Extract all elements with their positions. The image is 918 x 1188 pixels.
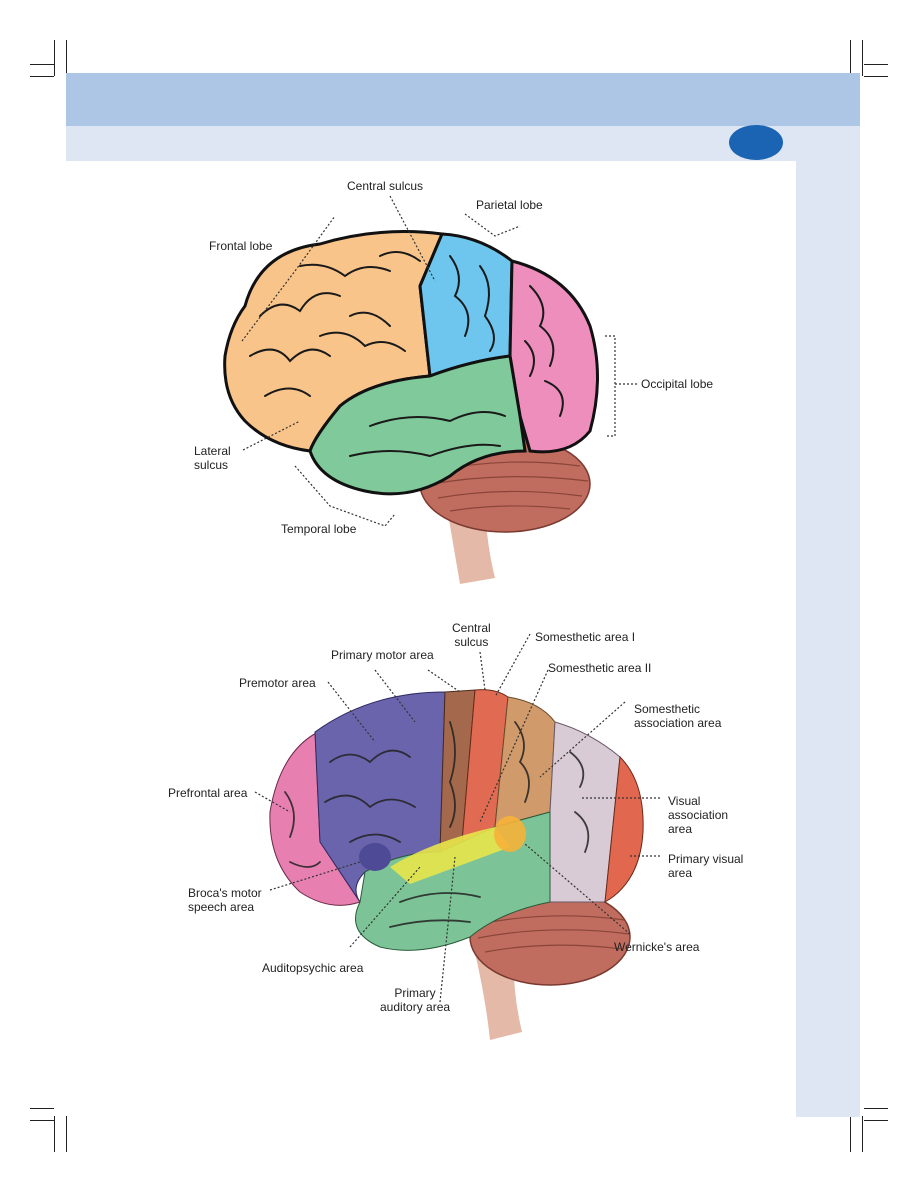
label-visual-association-line3: area [668, 822, 693, 836]
label-somesthetic-association-line1: Somesthetic [634, 702, 701, 716]
label-somesthetic-association-line2: association area [634, 716, 722, 730]
label-primary-auditory: Primary auditory area [380, 986, 450, 1014]
label-primary-auditory-line1: Primary [394, 986, 436, 1000]
label-lateral-sulcus-line2: sulcus [194, 458, 229, 472]
primary-visual-area-region [604, 755, 644, 903]
functional-areas-diagram [254, 633, 660, 1040]
label-premotor-area: Premotor area [239, 676, 316, 690]
prefrontal-area-region [269, 731, 361, 906]
crop-mark [54, 40, 55, 76]
crop-mark [54, 1116, 55, 1152]
label-temporal-lobe: Temporal lobe [281, 522, 357, 536]
wernicke-area-region [494, 816, 526, 852]
label-lateral-sulcus-line1: Lateral [194, 444, 231, 458]
label-visual-association: Visual association area [668, 794, 728, 836]
parietal-lobe-region [418, 232, 514, 379]
label-occipital-lobe: Occipital lobe [641, 377, 714, 391]
crop-mark [30, 1108, 54, 1109]
label-visual-association-line2: association [668, 808, 729, 822]
label-visual-association-line1: Visual [668, 794, 701, 808]
label-central-sulcus-2: Central sulcus [452, 621, 491, 649]
label-parietal-lobe: Parietal lobe [476, 198, 543, 212]
side-margin-band [796, 161, 860, 1117]
label-broca: Broca's motor speech area [188, 886, 262, 914]
label-lateral-sulcus: Lateral sulcus [194, 444, 231, 472]
auditory-region [390, 827, 510, 884]
label-primary-visual: Primary visual area [668, 852, 743, 880]
crop-mark [864, 1108, 888, 1109]
somesthetic-association-region [549, 721, 621, 903]
label-auditopsychic: Auditopsychic area [262, 961, 364, 975]
label-somesthetic-association: Somesthetic association area [634, 702, 721, 730]
header-band [66, 73, 860, 126]
crop-mark [30, 1120, 54, 1121]
label-somesthetic-area-2: Somesthetic area II [548, 661, 652, 675]
crop-mark [864, 64, 888, 65]
label-somesthetic-area-1: Somesthetic area I [535, 630, 636, 644]
label-primary-motor-area: Primary motor area [331, 648, 434, 662]
label-prefrontal-area: Prefrontal area [168, 786, 248, 800]
lobes-diagram [223, 195, 638, 584]
crop-mark [30, 76, 54, 77]
crop-mark [864, 1120, 888, 1121]
label-central-sulcus: Central sulcus [347, 179, 424, 193]
crop-mark [862, 1116, 863, 1152]
label-broca-line2: speech area [188, 900, 255, 914]
subheader-band [66, 126, 860, 161]
crop-mark [30, 64, 54, 65]
label-central-sulcus-2-line1: Central [452, 621, 491, 635]
label-primary-auditory-line2: auditory area [380, 1000, 451, 1014]
crop-mark [66, 1116, 67, 1152]
label-central-sulcus-2-line2: sulcus [454, 635, 489, 649]
temporal-lobe-region [308, 354, 527, 496]
label-frontal-lobe: Frontal lobe [209, 239, 273, 253]
crop-mark [850, 1116, 851, 1152]
crop-mark [66, 40, 67, 76]
crop-mark [850, 40, 851, 76]
label-primary-visual-line2: area [668, 866, 693, 880]
broca-area-region [359, 843, 391, 871]
label-broca-line1: Broca's motor [188, 886, 262, 900]
page-number-badge [729, 125, 783, 160]
crop-mark [862, 40, 863, 76]
label-wernicke: Wernicke's area [614, 940, 700, 954]
crop-mark [864, 76, 888, 77]
label-primary-visual-line1: Primary visual [668, 852, 744, 866]
